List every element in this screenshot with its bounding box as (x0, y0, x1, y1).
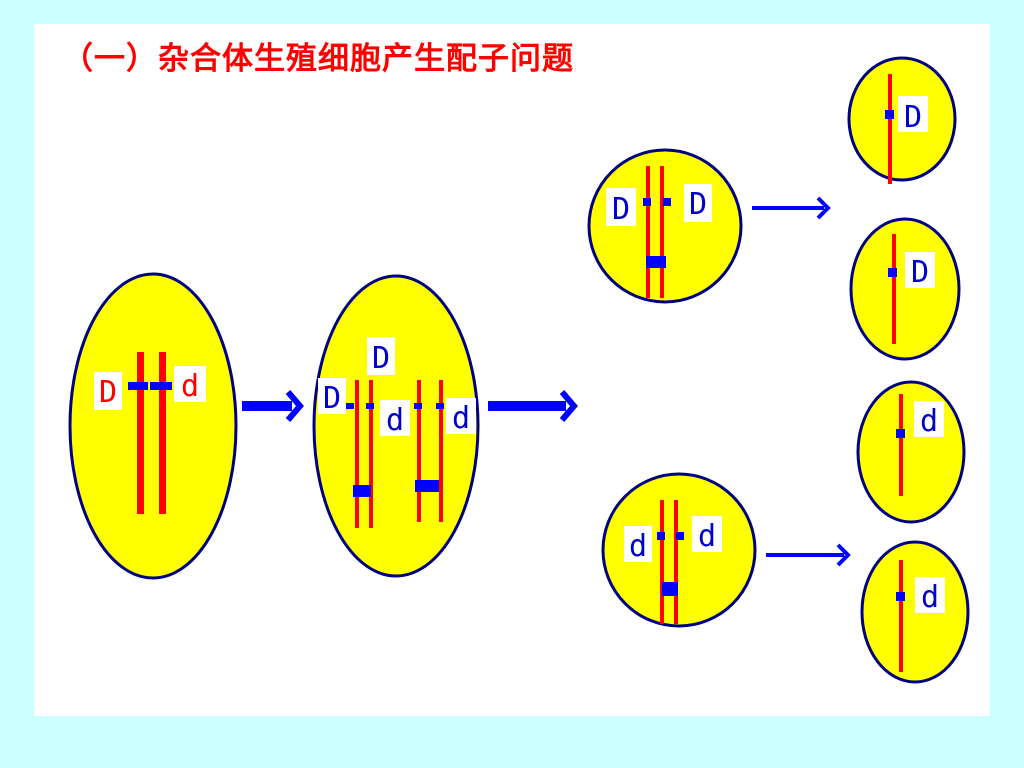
chromatid (439, 380, 443, 522)
centromere (128, 382, 148, 390)
chromosome-left (137, 352, 144, 514)
allele-label-d-lower: d (452, 401, 470, 436)
centromere (662, 582, 678, 596)
gamete-cell: D (847, 56, 957, 184)
allele-label-d-lower: d (698, 519, 716, 554)
gamete-cell: d (856, 380, 966, 524)
secondary-cell-bottom: d d (601, 472, 757, 628)
arrow-right-icon (752, 196, 831, 220)
parent-cell: D d (68, 272, 238, 580)
allele-label-d-upper: D (99, 375, 117, 410)
allele-label-d-lower: d (921, 580, 939, 615)
arrow-right-icon (242, 390, 304, 422)
chromosome-right (159, 352, 166, 514)
centromere (150, 382, 172, 390)
allele-label-d-lower: d (920, 404, 938, 439)
secondary-cell-top: D D (587, 148, 743, 304)
allele-label-d-upper: D (372, 341, 390, 376)
slide-title: （一）杂合体生殖细胞产生配子问题 (62, 41, 574, 77)
centromere (646, 256, 666, 268)
allele-label-d-lower: d (386, 403, 404, 438)
allele-label-d-upper: D (911, 255, 929, 290)
chromatid (417, 380, 421, 522)
allele-label-d-upper: D (689, 187, 707, 222)
gamete-cell: D (849, 217, 961, 361)
centromere (353, 485, 371, 497)
allele-label-d-upper: D (323, 381, 341, 416)
centromere (415, 480, 439, 492)
allele-label-d-upper: D (612, 192, 630, 227)
allele-label-d-lower: d (629, 529, 647, 564)
gamete-cell: d (860, 540, 970, 684)
chromatid (369, 380, 373, 528)
arrow-right-icon (766, 543, 851, 567)
replicated-cell: D D d d (312, 274, 480, 578)
arrow-right-icon (488, 390, 578, 422)
allele-label-d-upper: D (904, 100, 922, 135)
allele-label-d-lower: d (181, 369, 199, 404)
chromatid (355, 380, 359, 528)
